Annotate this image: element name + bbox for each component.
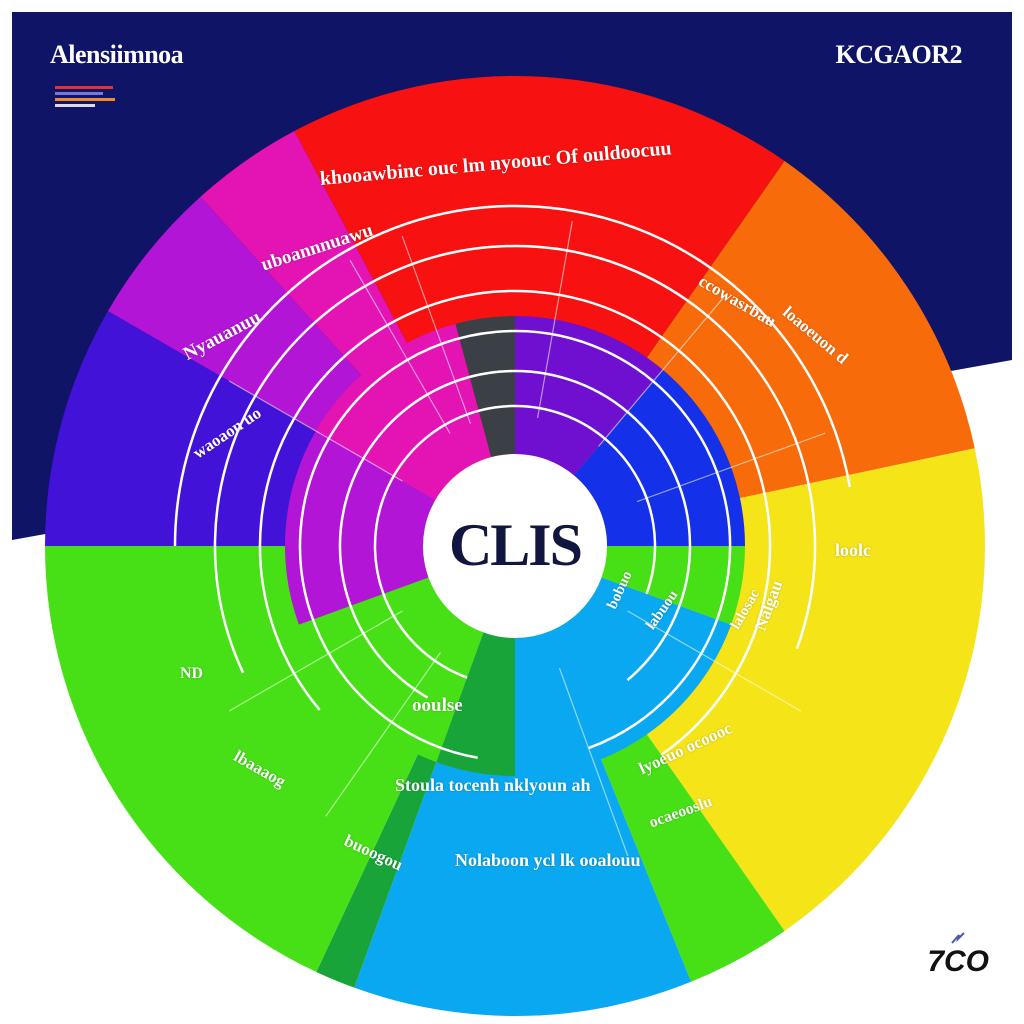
radial-tick bbox=[536, 220, 573, 419]
ring-arc bbox=[173, 204, 852, 547]
segment-label: ooulse bbox=[412, 695, 463, 716]
segment-label: ND bbox=[180, 665, 204, 682]
radial-tick bbox=[228, 380, 403, 482]
inner-wedge bbox=[574, 369, 745, 546]
outer-wedge bbox=[294, 76, 785, 547]
radial-tick bbox=[627, 610, 802, 712]
center-circle bbox=[423, 454, 607, 638]
ring-arc bbox=[373, 404, 657, 679]
inner-wedge bbox=[601, 546, 745, 625]
radial-ticks bbox=[228, 220, 826, 857]
ring-arc bbox=[213, 244, 817, 674]
radial-tick bbox=[349, 259, 451, 434]
radial-tick bbox=[558, 667, 629, 857]
title-right: KCGAOR2 bbox=[835, 40, 963, 69]
center-label: CLIS bbox=[448, 511, 583, 578]
segment-label: loolc bbox=[835, 540, 871, 560]
ring-arc bbox=[258, 289, 772, 756]
segment-label: Stoula tocenh nklyoun ah bbox=[395, 775, 591, 795]
radial-tick bbox=[636, 432, 826, 503]
inner-wedge bbox=[515, 316, 663, 476]
lightning-icon bbox=[951, 932, 965, 944]
inner-wedge bbox=[515, 577, 732, 776]
segment-label: Nolaboon ycl lk ooalouu bbox=[455, 850, 641, 870]
inner-wedge bbox=[284, 431, 436, 625]
concentric-rings bbox=[173, 204, 852, 759]
outer-wedge bbox=[354, 546, 692, 1016]
ring-arc bbox=[338, 369, 692, 699]
radial-tick bbox=[598, 292, 728, 447]
inner-wedge bbox=[436, 632, 515, 776]
radial-tick bbox=[401, 235, 472, 425]
radial-tick bbox=[325, 652, 441, 817]
footer-logo: 7CO bbox=[927, 945, 989, 978]
inner-wedge bbox=[455, 316, 515, 458]
ring-arc bbox=[298, 329, 732, 759]
mini-legend-icon bbox=[55, 86, 117, 112]
title-left: Alensiimnoa bbox=[50, 40, 184, 69]
radial-tick bbox=[228, 610, 403, 712]
